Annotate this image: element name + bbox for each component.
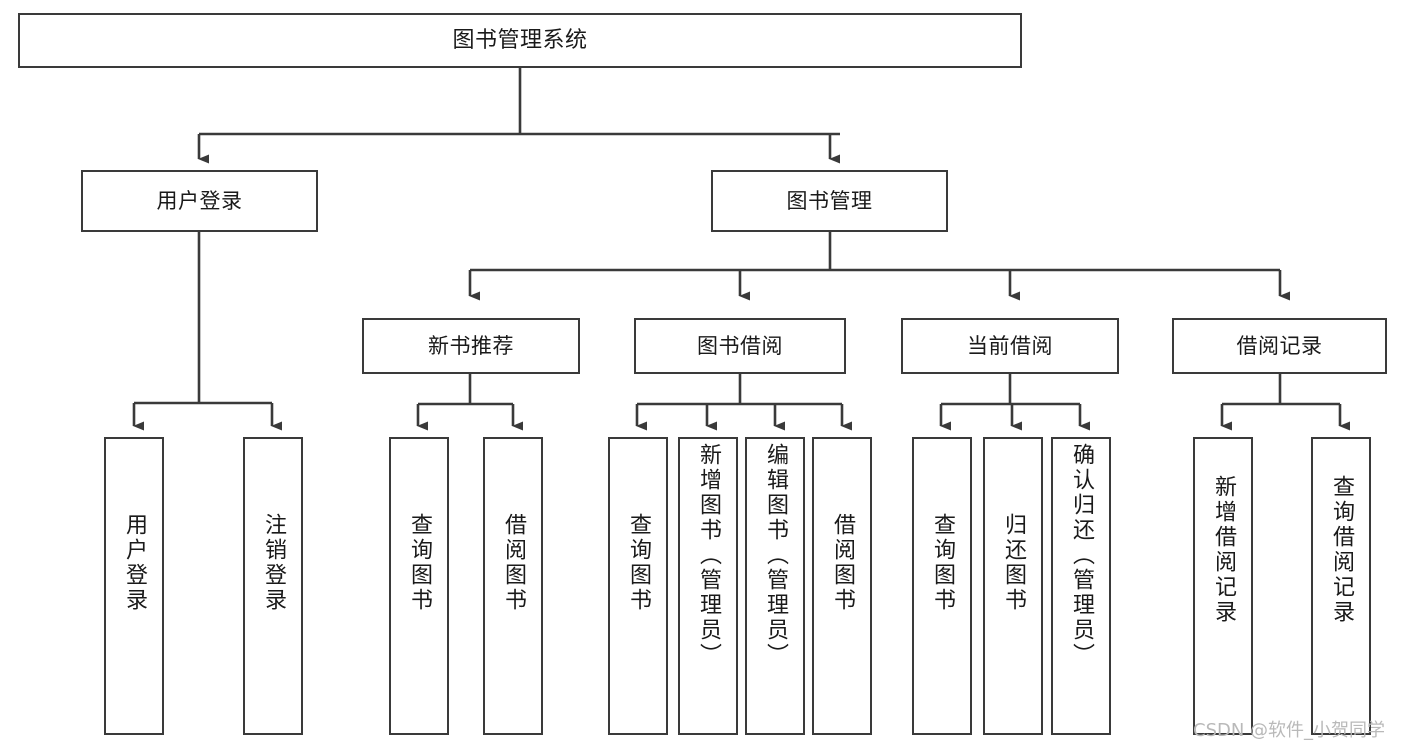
node-user-login[interactable]: 用户登录: [81, 170, 318, 232]
node-label: 查询借阅记录: [1329, 475, 1354, 625]
node-label: 编辑图书（管理员）: [763, 443, 788, 668]
node-label: 当前借阅: [967, 333, 1053, 358]
leaf-user-logout[interactable]: 注销登录: [243, 437, 303, 735]
node-label: 查询图书: [407, 513, 432, 613]
node-label: 确认归还（管理员）: [1069, 443, 1094, 668]
node-label: 注销登录: [261, 513, 286, 613]
csdn-watermark: CSDN @软件_小贺同学: [1193, 720, 1386, 741]
leaf-borrow-book-recommend[interactable]: 借阅图书: [483, 437, 543, 735]
node-book-management[interactable]: 图书管理: [711, 170, 948, 232]
node-label: 归还图书: [1001, 513, 1026, 613]
node-current-borrow[interactable]: 当前借阅: [901, 318, 1119, 374]
leaf-borrow-book[interactable]: 借阅图书: [812, 437, 872, 735]
node-new-book-recommend[interactable]: 新书推荐: [362, 318, 580, 374]
leaf-add-book[interactable]: 新增图书（管理员）: [678, 437, 738, 735]
node-label: 借阅图书: [501, 513, 526, 613]
node-label: 新增图书（管理员）: [696, 443, 721, 668]
node-label: 新增借阅记录: [1211, 475, 1236, 625]
node-label: 图书借阅: [697, 333, 783, 358]
node-borrow-record[interactable]: 借阅记录: [1172, 318, 1387, 374]
leaf-user-login[interactable]: 用户登录: [104, 437, 164, 735]
leaf-add-borrow-record[interactable]: 新增借阅记录: [1193, 437, 1253, 735]
leaf-confirm-return[interactable]: 确认归还（管理员）: [1051, 437, 1111, 735]
leaf-query-book-recommend[interactable]: 查询图书: [389, 437, 449, 735]
leaf-query-book-borrow[interactable]: 查询图书: [608, 437, 668, 735]
node-label: 查询图书: [930, 513, 955, 613]
leaf-edit-book[interactable]: 编辑图书（管理员）: [745, 437, 805, 735]
node-label: 图书管理系统: [452, 27, 588, 53]
node-label: 借阅记录: [1236, 333, 1323, 358]
node-label: 新书推荐: [428, 333, 514, 358]
leaf-return-book[interactable]: 归还图书: [983, 437, 1043, 735]
node-root-system[interactable]: 图书管理系统: [18, 13, 1022, 68]
node-label: 图书管理: [786, 188, 873, 213]
leaf-query-book-current[interactable]: 查询图书: [912, 437, 972, 735]
node-label: 查询图书: [626, 513, 651, 613]
node-label: 借阅图书: [830, 513, 855, 613]
node-label: 用户登录: [122, 513, 147, 613]
node-label: 用户登录: [156, 188, 243, 213]
leaf-query-borrow-record[interactable]: 查询借阅记录: [1311, 437, 1371, 735]
node-book-borrow[interactable]: 图书借阅: [634, 318, 846, 374]
